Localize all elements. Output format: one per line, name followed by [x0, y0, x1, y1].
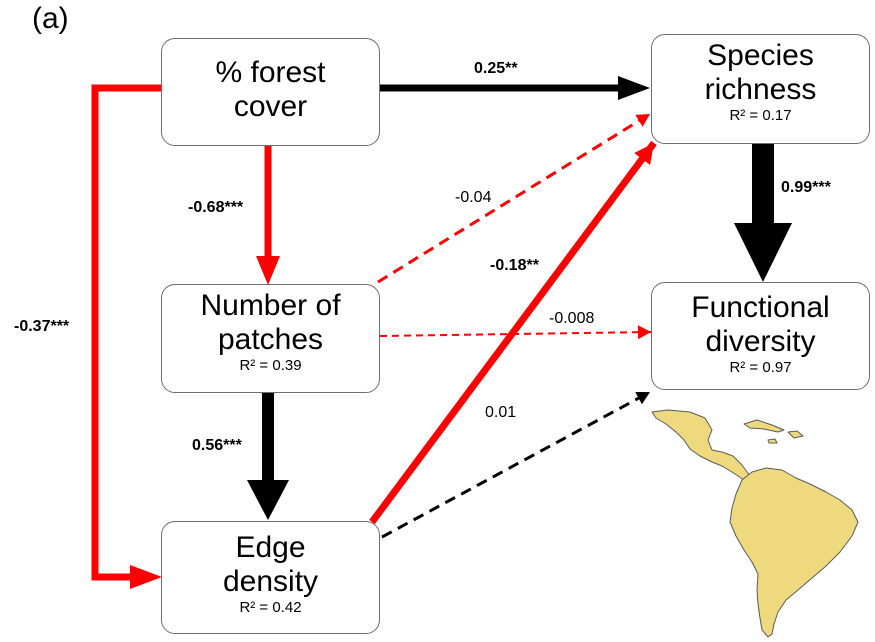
arrow-forest-to-edge — [91, 84, 162, 589]
arrow-forest-to-richness — [380, 76, 650, 100]
coef-edge-to-functional: 0.01 — [485, 404, 517, 421]
latin-america-map — [651, 409, 859, 638]
coef-patches-to-functional: -0.008 — [549, 310, 595, 327]
node-title-line2: richness — [704, 73, 817, 106]
south-america-shape — [729, 467, 859, 638]
coef-edge-to-richness: -0.18** — [490, 257, 539, 274]
node-forest-cover: % forest cover — [161, 38, 380, 146]
coef-richness-to-functional: 0.99*** — [781, 179, 831, 196]
r-squared-label: R² = 0.97 — [729, 359, 792, 376]
r-squared-label: R² = 0.17 — [729, 107, 792, 124]
coef-forest-to-patches: -0.68*** — [188, 199, 244, 216]
node-title-line2: diversity — [705, 325, 816, 358]
caribbean-island-jamaica — [767, 438, 778, 444]
node-functional-diversity: Functional diversity R² = 0.97 — [651, 282, 870, 390]
node-edge-density: Edge density R² = 0.42 — [161, 521, 380, 634]
caribbean-island-cuba — [743, 419, 785, 433]
arrow-forest-to-patches — [256, 146, 280, 285]
arrow-patches-to-edge — [247, 393, 289, 520]
node-species-richness: Species richness R² = 0.17 — [651, 34, 870, 144]
r-squared-label: R² = 0.42 — [239, 599, 302, 616]
node-title-line2: patches — [217, 323, 324, 356]
caribbean-island-hispaniola — [787, 430, 804, 439]
node-title-line2: density — [222, 565, 319, 598]
node-title-line2: cover — [233, 90, 308, 123]
coef-forest-to-edge: -0.37*** — [14, 318, 70, 335]
node-title-line1: % forest — [215, 56, 326, 89]
arrow-richness-to-functional — [734, 144, 792, 282]
coef-patches-to-richness: -0.04 — [455, 189, 492, 206]
central-america-shape — [651, 409, 751, 481]
arrow-edge-to-functional — [381, 390, 651, 539]
r-squared-label: R² = 0.39 — [239, 357, 302, 374]
coef-forest-to-richness: 0.25** — [474, 60, 518, 77]
arrow-edge-to-richness — [369, 140, 657, 525]
node-title-line1: Species — [707, 39, 814, 72]
coef-patches-to-edge: 0.56*** — [192, 437, 242, 454]
node-title-line1: Functional — [691, 291, 830, 324]
node-number-of-patches: Number of patches R² = 0.39 — [161, 284, 380, 393]
node-title-line1: Number of — [200, 289, 341, 322]
node-title-line1: Edge — [235, 531, 306, 564]
panel-label: (a) — [32, 2, 69, 35]
